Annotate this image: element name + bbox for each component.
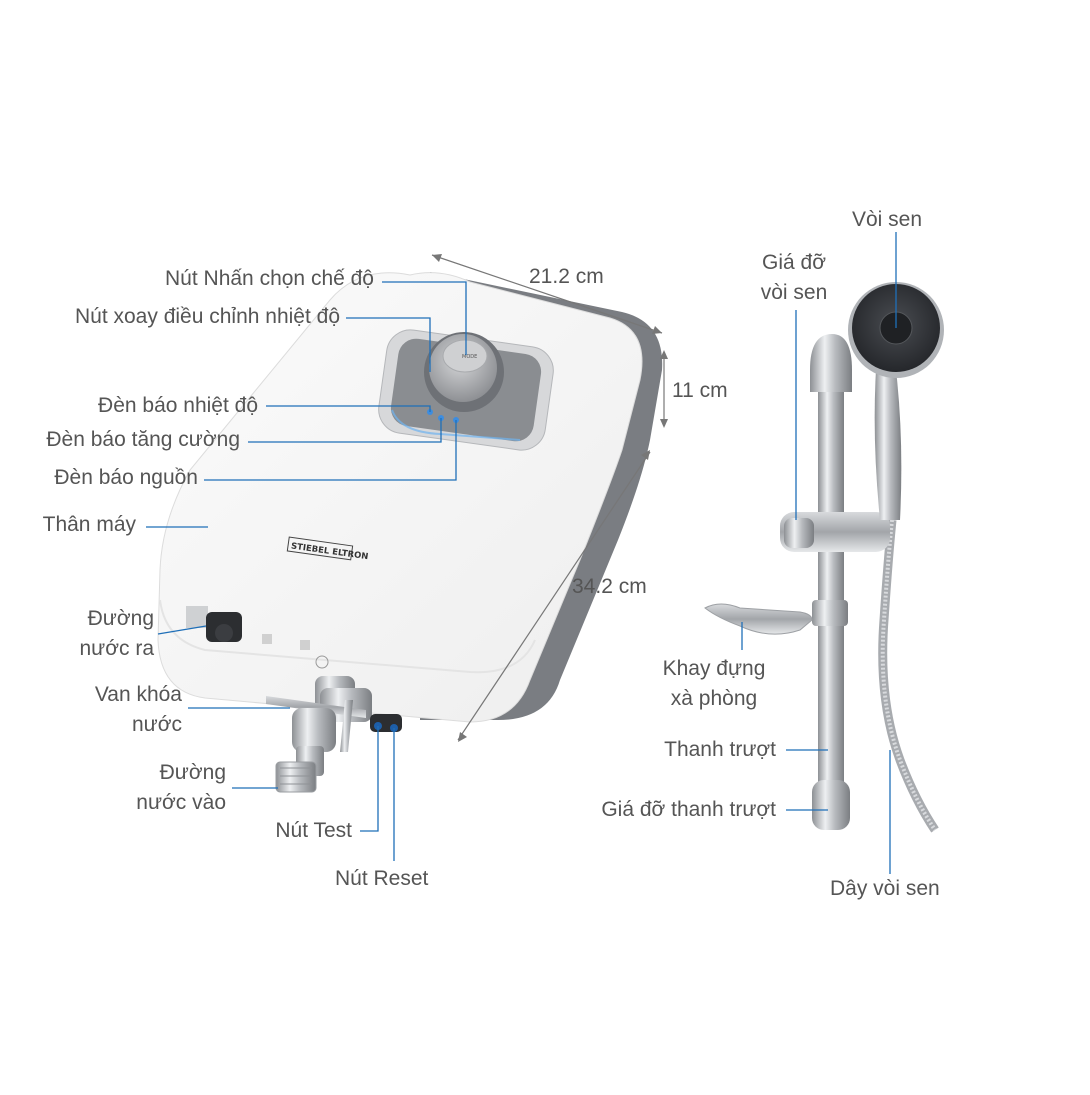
shutoff-valve[interactable] — [266, 676, 372, 793]
label-soap-line2: xà phòng — [670, 687, 758, 710]
label-holder-line1: Giá đỡ — [762, 251, 826, 274]
slide-bar-rod — [818, 360, 844, 810]
dim-depth: 11 cm — [672, 379, 728, 402]
label-bar-holder: Giá đỡ thanh trượt — [601, 798, 776, 821]
dim-height: 34.2 cm — [572, 575, 647, 598]
label-slide-bar: Thanh trượt — [664, 738, 776, 761]
label-valve-line1: Van khóa — [94, 683, 182, 706]
label-valve-line2: nước — [131, 713, 182, 736]
water-outlet — [186, 606, 242, 642]
bar-top-cap — [810, 334, 852, 392]
label-test-button: Nút Test — [275, 819, 352, 842]
svg-text:MODE: MODE — [462, 354, 477, 360]
label-holder-line2: vòi sen — [760, 281, 828, 304]
temperature-knob[interactable]: MODE — [424, 332, 504, 412]
dimension-lines — [431, 254, 668, 742]
dim-width: 21.2 cm — [529, 265, 604, 288]
label-shower-head: Vòi sen — [852, 208, 923, 231]
bar-bottom-holder — [812, 780, 850, 830]
label-body: Thân máy — [42, 513, 136, 536]
label-soap-line1: Khay đựng — [662, 657, 766, 680]
label-temp-knob: Nút xoay điều chỉnh nhiệt độ — [74, 305, 340, 328]
water-heater: MODE STIEBEL ELTRON — [157, 272, 663, 793]
label-outlet-line2: nước ra — [79, 637, 154, 660]
label-power-light: Đèn báo nguồn — [54, 466, 198, 489]
shower-hose — [878, 519, 939, 833]
label-mode-button: Nút Nhấn chọn chế độ — [165, 267, 374, 290]
label-inlet-line2: nước vào — [136, 791, 226, 814]
label-hose: Dây vòi sen — [830, 877, 940, 900]
leader-lines — [146, 232, 897, 874]
test-reset-buttons[interactable] — [370, 714, 402, 732]
label-boost-light: Đèn báo tăng cường — [46, 428, 240, 451]
label-temp-light: Đèn báo nhiệt độ — [98, 394, 258, 417]
label-reset-button: Nút Reset — [335, 867, 429, 890]
soap-dish — [704, 603, 813, 635]
shower-handle — [874, 370, 902, 520]
label-outlet-line1: Đường — [87, 607, 154, 630]
label-inlet-line1: Đường — [159, 761, 226, 784]
